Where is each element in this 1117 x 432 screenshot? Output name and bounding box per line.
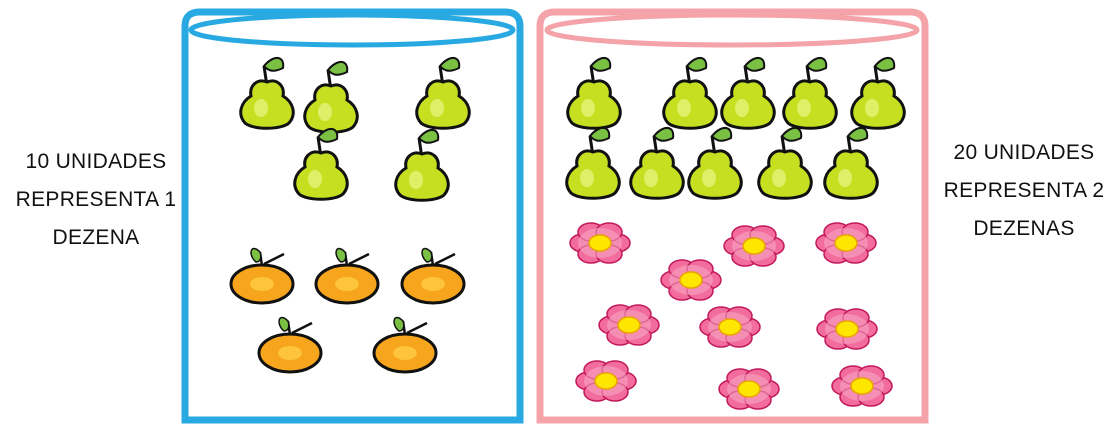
caption-left-line-3: DEZENA — [0, 219, 192, 257]
orange-icon — [402, 249, 464, 304]
flower-icon — [599, 305, 659, 345]
jar-left-rim — [191, 15, 513, 45]
pear-icon — [305, 62, 358, 132]
pear-icon — [689, 128, 742, 198]
flower-icon — [817, 309, 877, 349]
pear-icon — [417, 58, 470, 128]
pear-icon — [664, 58, 717, 128]
caption-right-line-3: DEZENAS — [931, 210, 1117, 248]
caption-right: 20 UNIDADES REPRESENTA 2 DEZENAS — [931, 134, 1117, 248]
flower-icon — [724, 226, 784, 266]
flower-icon — [570, 223, 630, 263]
orange-icon — [316, 249, 378, 304]
pear-icon — [295, 129, 348, 199]
caption-left: 10 UNIDADES REPRESENTA 1 DEZENA — [0, 143, 192, 257]
flower-icon — [832, 366, 892, 406]
pear-icon — [825, 128, 878, 198]
pear-icon — [241, 58, 294, 128]
flower-icon — [816, 223, 876, 263]
flower-icon — [719, 369, 779, 409]
caption-left-line-1: 10 UNIDADES — [0, 143, 192, 181]
pear-icon — [396, 130, 449, 200]
orange-icon — [259, 318, 321, 373]
pear-icon — [759, 128, 812, 198]
caption-left-line-2: REPRESENTA 1 — [0, 181, 192, 219]
right-jar-items — [567, 58, 905, 409]
pear-icon — [568, 58, 621, 128]
pear-icon — [784, 58, 837, 128]
jar-left — [185, 12, 520, 420]
flower-icon — [700, 307, 760, 347]
pear-icon — [631, 128, 684, 198]
caption-right-line-2: REPRESENTA 2 — [931, 172, 1117, 210]
caption-right-line-1: 20 UNIDADES — [931, 134, 1117, 172]
jar-right — [540, 12, 925, 420]
jar-right-rim — [547, 15, 917, 45]
pear-icon — [567, 128, 620, 198]
left-jar-items — [231, 58, 469, 372]
pear-icon — [852, 58, 905, 128]
orange-icon — [374, 318, 436, 373]
pear-icon — [722, 58, 775, 128]
flower-icon — [661, 260, 721, 300]
orange-icon — [231, 249, 293, 304]
flower-icon — [576, 361, 636, 401]
